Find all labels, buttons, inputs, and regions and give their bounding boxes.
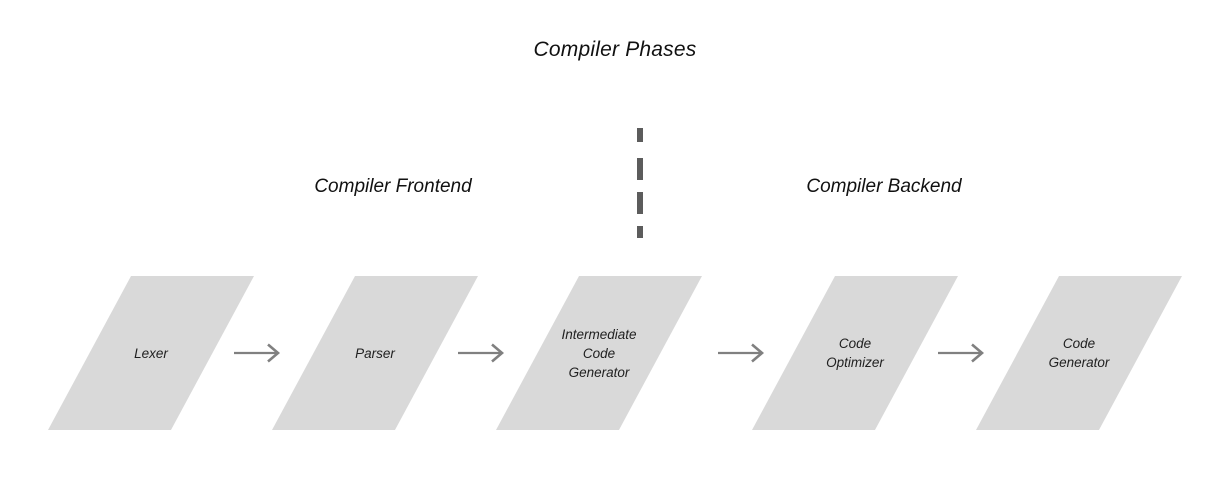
page-title: Compiler Phases bbox=[533, 38, 697, 61]
stage-intermediate-code-generator[interactable]: Intermediate Code Generator bbox=[496, 276, 702, 430]
stage-code-optimizer[interactable]: Code Optimizer bbox=[752, 276, 958, 430]
divider-dash bbox=[637, 158, 643, 180]
section-label-backend: Compiler Backend bbox=[806, 176, 962, 197]
arrow-right-icon bbox=[456, 340, 508, 366]
parallelogram-shape bbox=[496, 276, 702, 430]
parallelogram-shape bbox=[272, 276, 478, 430]
stage-code-generator[interactable]: Code Generator bbox=[976, 276, 1182, 430]
stage-parser[interactable]: Parser bbox=[272, 276, 478, 430]
divider-dash bbox=[637, 192, 643, 214]
arrow-right-icon bbox=[232, 340, 284, 366]
pipeline-row: Lexer Parser Intermediate Code Generator… bbox=[0, 276, 1230, 434]
frontend-backend-divider-icon bbox=[637, 128, 643, 238]
divider-dash bbox=[637, 128, 643, 142]
parallelogram-shape bbox=[976, 276, 1182, 430]
parallelogram-shape bbox=[752, 276, 958, 430]
arrow-right-icon bbox=[936, 340, 988, 366]
arrow-right-icon bbox=[716, 340, 768, 366]
section-label-frontend: Compiler Frontend bbox=[314, 176, 472, 197]
stage-lexer[interactable]: Lexer bbox=[48, 276, 254, 430]
divider-dash bbox=[637, 226, 643, 238]
parallelogram-shape bbox=[48, 276, 254, 430]
